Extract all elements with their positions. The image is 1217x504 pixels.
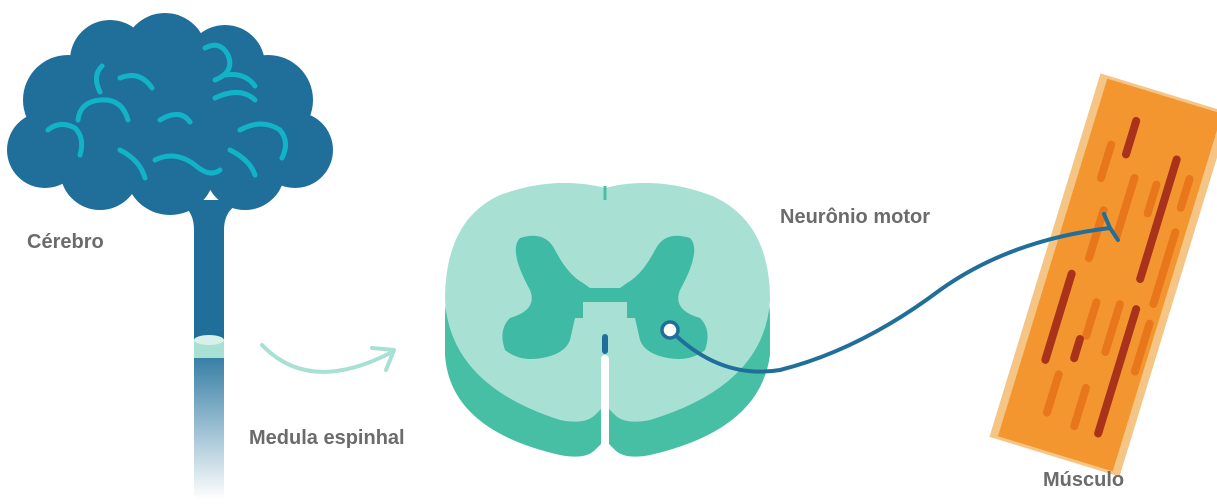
muscle-label: Músculo	[1043, 469, 1124, 492]
brain-label: Cérebro	[27, 231, 104, 254]
spinal-cord-cross-section	[445, 183, 770, 457]
spinal-segment-icon	[194, 335, 224, 358]
curved-arrow-icon	[262, 345, 394, 372]
brain-icon	[7, 13, 333, 215]
spinal-cord-label: Medula espinhal	[249, 427, 405, 450]
neuron-cell-body-icon	[662, 322, 678, 338]
motor-neuron-label: Neurônio motor	[780, 206, 930, 229]
muscle-icon	[989, 73, 1217, 476]
